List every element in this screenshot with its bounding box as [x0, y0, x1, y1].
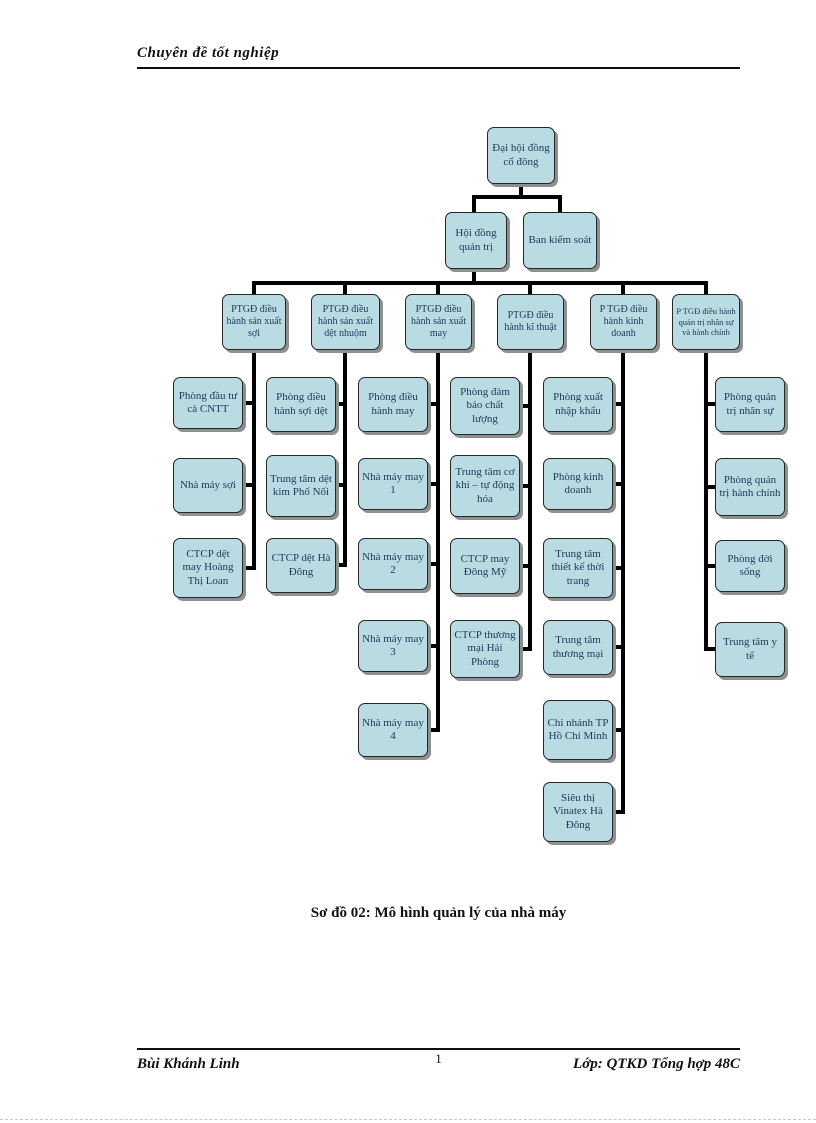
org-node-b1-c1: Phòng đầu tư cà CNTT [173, 377, 243, 429]
org-node-b4-c1: Phòng đảm bảo chất lượng [450, 377, 520, 435]
connector-b6c4 [704, 647, 715, 651]
connector-head5-stub [621, 283, 625, 294]
org-node-b3-c4: Nhà máy may 3 [358, 620, 428, 672]
connector-b3c5 [428, 728, 440, 732]
connector-supervisory-stub [558, 195, 562, 212]
org-node-board-of-directors: Hội đồng quản trị [445, 212, 507, 269]
connector-b4c1 [520, 404, 532, 408]
connector-board-stub [472, 195, 476, 212]
footer-class-label: Lớp: QTKD Tổng hợp 48C [573, 1056, 740, 1072]
connector-board-down [472, 269, 476, 285]
connector-b1c1 [243, 401, 256, 405]
connector-b2c1 [336, 402, 347, 406]
org-node-b6-c4: Trung tâm y tế [715, 622, 785, 677]
org-node-head-1: PTGĐ điều hành sản xuất sợi [222, 294, 286, 350]
connector-trunk-6 [704, 350, 708, 651]
diagram-caption: Sơ đồ 02: Mô hình quản lý của nhà máy [310, 905, 567, 921]
connector-b5c2 [613, 482, 625, 486]
org-node-b5-c4: Trung tâm thương mại [543, 620, 613, 675]
org-node-b3-c2: Nhà máy may 1 [358, 458, 428, 510]
header-title: Chuyên đề tốt nghiệp [137, 45, 280, 61]
connector-head2-stub [343, 283, 347, 294]
org-node-b6-c2: Phòng quản trị hành chính [715, 458, 785, 516]
org-node-b4-c4: CTCP thương mại Hải Phòng [450, 620, 520, 678]
connector-b5c4 [613, 645, 625, 649]
org-node-b5-c1: Phòng xuất nhập khẩu [543, 377, 613, 432]
org-node-b3-c3: Nhà máy may 2 [358, 538, 428, 590]
connector-b6c3 [704, 564, 715, 568]
footer-rule [137, 1048, 740, 1050]
org-node-head-4: PTGĐ điều hành kĩ thuật [497, 294, 564, 350]
connector-b2c2 [336, 483, 347, 487]
connector-head6-stub [704, 283, 708, 294]
org-node-b5-c6: Siêu thị Vinatex Hà Đông [543, 782, 613, 842]
connector-b4c3 [520, 564, 532, 568]
org-node-b1-c3: CTCP dệt may Hoàng Thị Loan [173, 538, 243, 598]
connector-b5c5 [613, 728, 625, 732]
org-node-b4-c2: Trung tâm cơ khí – tự động hóa [450, 455, 520, 517]
org-node-shareholders-meeting: Đại hội đồng cổ đông [487, 127, 555, 184]
org-node-head-2: PTGĐ điều hành sản xuất dệt nhuộm [311, 294, 380, 350]
connector-trunk-3 [436, 350, 440, 732]
footer-author: Bùi Khánh Linh [137, 1056, 240, 1072]
org-node-b2-c2: Trung tâm dệt kim Phố Nối [266, 455, 336, 517]
connector-b2c3 [336, 563, 347, 567]
connector-b5c3 [613, 566, 625, 570]
connector-trunk-4 [528, 350, 532, 651]
connector-b3c4 [428, 644, 440, 648]
connector-head3-stub [436, 283, 440, 294]
org-node-b3-c1: Phòng điều hành may [358, 377, 428, 432]
org-node-supervisory-board: Ban kiểm soát [523, 212, 597, 269]
connector-b1c2 [243, 483, 256, 487]
connector-head1-stub [252, 283, 256, 294]
connector-b4c4 [520, 647, 532, 651]
connector-heads-bus [252, 281, 708, 285]
org-node-b1-c2: Nhà máy sợi [173, 458, 243, 513]
connector-b6c2 [704, 485, 715, 489]
org-node-b5-c2: Phòng kinh doanh [543, 458, 613, 510]
connector-b5c6 [613, 810, 625, 814]
connector-trunk-5 [621, 350, 625, 814]
connector-b3c2 [428, 482, 440, 486]
org-node-b2-c1: Phòng điều hành sợi dệt [266, 377, 336, 432]
connector-b1c3 [243, 566, 256, 570]
connector-b4c2 [520, 484, 532, 488]
header-rule [137, 67, 740, 69]
org-node-b5-c3: Trung tâm thiết kế thời trang [543, 538, 613, 598]
org-node-b4-c3: CTCP may Đông Mỹ [450, 538, 520, 594]
connector-trunk-2 [343, 350, 347, 567]
org-node-head-6: P TGĐ điều hành quản trị nhân sự và hành… [672, 294, 740, 350]
connector-b6c1 [704, 402, 715, 406]
connector-b3c1 [428, 402, 440, 406]
connector-root-down [519, 184, 523, 197]
page-break-line [0, 1119, 816, 1120]
org-node-b3-c5: Nhà máy may 4 [358, 703, 428, 757]
org-node-b2-c3: CTCP dệt Hà Đông [266, 538, 336, 593]
org-node-b5-c5: Chi nhánh TP Hồ Chí Minh [543, 700, 613, 760]
org-node-head-3: PTGĐ điều hành sản xuất may [405, 294, 472, 350]
connector-b3c3 [428, 562, 440, 566]
connector-head4-stub [528, 283, 532, 294]
connector-level2-split [472, 195, 562, 199]
org-node-b6-c1: Phòng quản trị nhân sự [715, 377, 785, 432]
connector-trunk-1 [252, 350, 256, 568]
page-number: 1 [435, 1051, 442, 1066]
org-node-b6-c3: Phòng đời sống [715, 540, 785, 592]
connector-b5c1 [613, 402, 625, 406]
org-node-head-5: P TGĐ điều hành kinh doanh [590, 294, 657, 350]
